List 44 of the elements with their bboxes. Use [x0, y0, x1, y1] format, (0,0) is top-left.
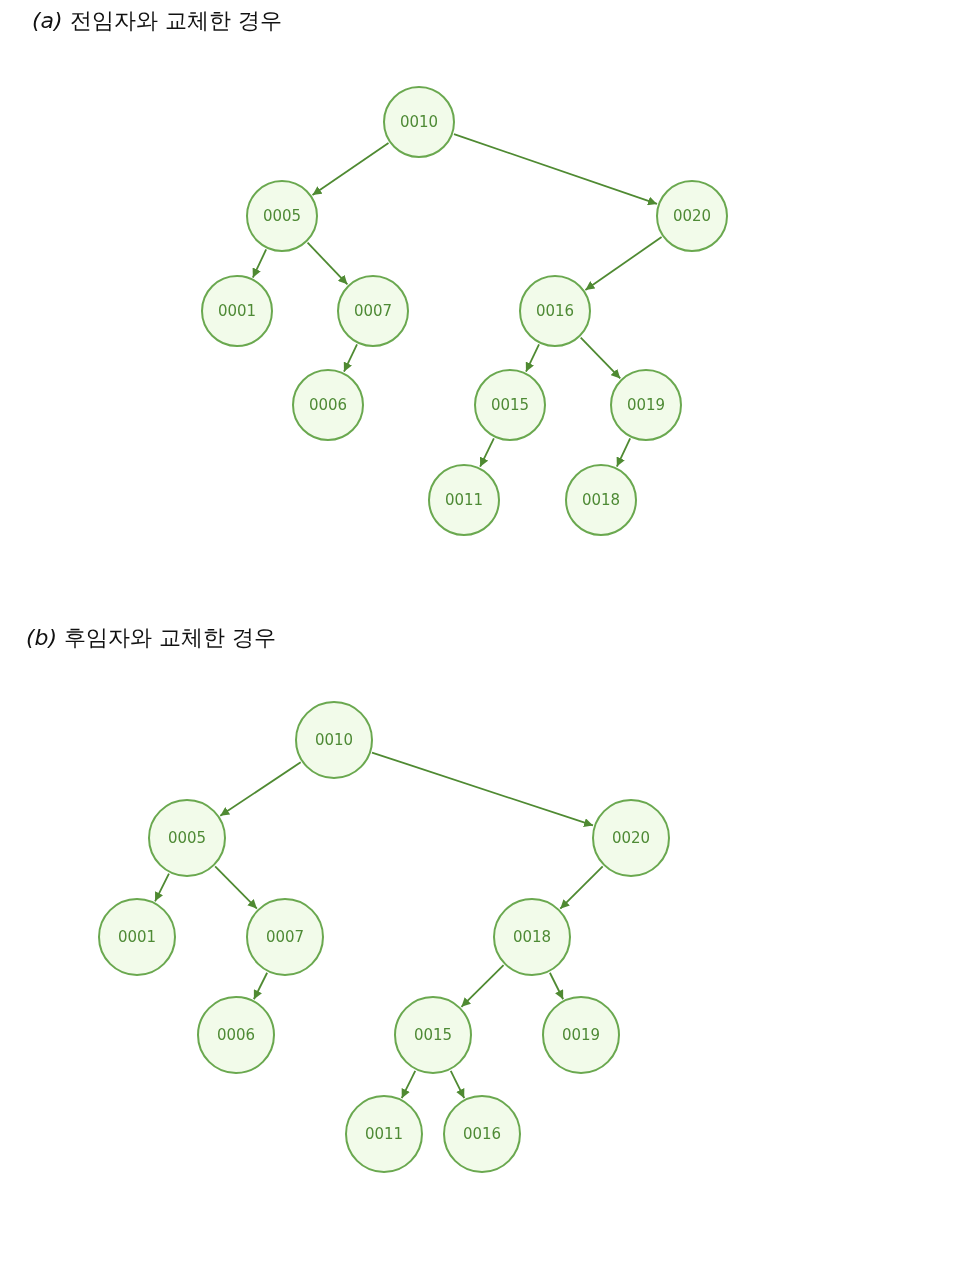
- tree-node-circle: 0007: [246, 898, 324, 976]
- arrow: [615, 437, 632, 468]
- tree-node-circle: 0010: [295, 701, 373, 779]
- tree-node-circle: 0011: [345, 1095, 423, 1173]
- arrow: [219, 761, 302, 817]
- arrow: [306, 241, 349, 286]
- tree-node-circle: 0015: [474, 369, 546, 441]
- arrow: [371, 751, 594, 827]
- arrow: [479, 437, 495, 468]
- tree-node-circle: 0006: [292, 369, 364, 441]
- arrow: [154, 872, 170, 903]
- tree-node-circle: 0006: [197, 996, 275, 1074]
- tree-node-circle: 0007: [337, 275, 409, 347]
- caption-heading: (a) 전임자와 교체한 경우: [32, 7, 282, 35]
- tree-node-circle: 0019: [610, 369, 682, 441]
- tree-node-circle: 0020: [592, 799, 670, 877]
- arrow: [253, 971, 268, 1001]
- tree-node-circle: 0010: [383, 86, 455, 158]
- arrow: [214, 865, 258, 910]
- tree-node-circle: 0019: [542, 996, 620, 1074]
- arrow: [400, 1069, 417, 1100]
- caption-heading: (b) 후임자와 교체한 경우: [26, 624, 277, 652]
- arrow: [579, 336, 622, 380]
- tree-node-circle: 0016: [443, 1095, 521, 1173]
- arrow: [460, 964, 505, 1008]
- arrow: [559, 865, 604, 910]
- arrow: [549, 971, 564, 1001]
- arrow: [311, 142, 390, 196]
- tree-node-circle: 0001: [201, 275, 273, 347]
- arrow: [453, 133, 658, 206]
- tree-node-circle: 0018: [493, 898, 571, 976]
- arrow: [343, 343, 358, 373]
- tree-node-circle: 0016: [519, 275, 591, 347]
- tree-node-circle: 0005: [246, 180, 318, 252]
- arrow: [525, 343, 540, 373]
- tree-node-circle: 0005: [148, 799, 226, 877]
- tree-node-circle: 0018: [565, 464, 637, 536]
- arrow: [449, 1069, 466, 1100]
- tree-node-circle: 0020: [656, 180, 728, 252]
- arrow: [251, 248, 268, 279]
- tree-node-circle: 0001: [98, 898, 176, 976]
- arrow: [584, 236, 663, 291]
- tree-node-circle: 0011: [428, 464, 500, 536]
- tree-node-circle: 0015: [394, 996, 472, 1074]
